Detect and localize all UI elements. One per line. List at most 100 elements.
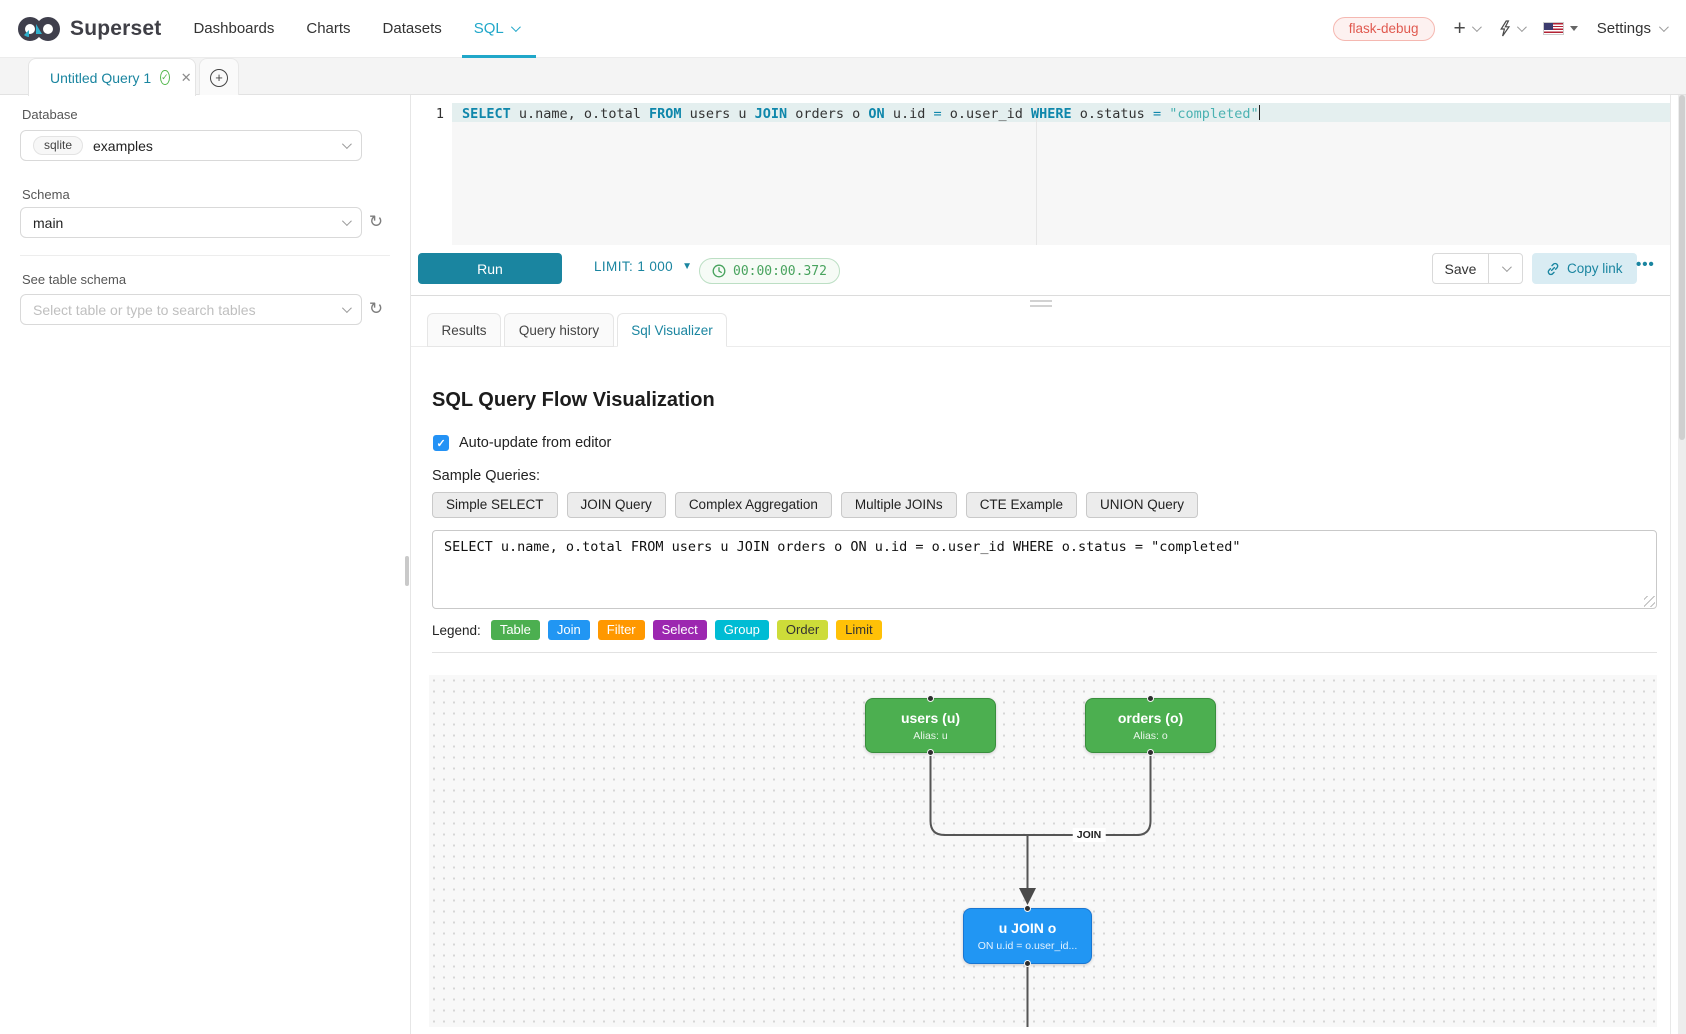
node-handle-bottom[interactable] — [1147, 749, 1154, 756]
clock-icon — [712, 264, 726, 278]
sample-query-button-join-query[interactable]: JOIN Query — [566, 492, 666, 518]
query-tab-title: Untitled Query 1 — [50, 69, 152, 86]
node-handle-top[interactable] — [927, 695, 934, 702]
node-handle-top[interactable] — [1147, 695, 1154, 702]
tabbar-baseline — [411, 346, 1670, 347]
chevron-down-icon — [1658, 22, 1669, 33]
node-subtitle: Alias: o — [1133, 729, 1168, 742]
top-navbar: Superset Dashboards Charts Datasets SQL fl… — [0, 0, 1686, 58]
save-dropdown-button[interactable] — [1488, 253, 1523, 284]
sample-query-button-cte-example[interactable]: CTE Example — [965, 492, 1077, 518]
flow-edges — [929, 756, 1152, 1027]
superset-brand[interactable]: Superset — [16, 15, 161, 43]
database-select[interactable]: sqlite examples — [20, 130, 362, 161]
join-edge-label: JOIN — [1072, 828, 1106, 842]
chevron-down-icon — [341, 303, 352, 314]
legend-chip-table: Table — [490, 620, 540, 640]
text-cursor — [1258, 105, 1261, 120]
chevron-down-icon — [1471, 22, 1482, 33]
refresh-schemas-icon[interactable]: ↻ — [368, 212, 384, 232]
tab-results[interactable]: Results — [427, 313, 501, 347]
settings-menu[interactable]: Settings — [1597, 20, 1669, 37]
limit-dropdown[interactable]: LIMIT: 1 000 ▼ — [594, 259, 693, 274]
auto-update-checkbox[interactable] — [433, 435, 449, 451]
sample-query-button-union-query[interactable]: UNION Query — [1085, 492, 1198, 518]
sample-queries-label: Sample Queries: — [432, 468, 540, 484]
flow-canvas[interactable]: JOIN users (u) Alias: u orders (o) Alias: o… — [429, 675, 1657, 1027]
navbar-right: flask-debug + Settings — [1332, 16, 1669, 41]
table-select-placeholder: Select table or type to search tables — [33, 301, 256, 318]
legend-chip-group: Group — [714, 620, 769, 640]
legend-chip-join: Join — [547, 620, 590, 640]
pane-splitter-handle[interactable] — [1030, 300, 1052, 308]
schema-value: main — [33, 214, 64, 231]
close-tab-icon[interactable]: ✕ — [180, 69, 192, 85]
nav-menu: Dashboards Charts Datasets — [161, 20, 441, 38]
node-title: orders (o) — [1117, 709, 1184, 726]
copy-link-button[interactable]: Copy link — [1532, 253, 1637, 284]
nav-item-charts[interactable]: Charts — [306, 19, 351, 37]
node-users[interactable]: users (u) Alias: u — [865, 695, 996, 756]
page-title: SQL Query Flow Visualization — [432, 389, 715, 411]
save-button[interactable]: Save — [1432, 253, 1489, 284]
node-title: users (u) — [900, 709, 961, 726]
tab-sql-visualizer[interactable]: Sql Visualizer — [617, 313, 727, 347]
us-flag-icon — [1542, 22, 1564, 35]
panel-vertical-border — [410, 95, 411, 1034]
nav-item-sql[interactable]: SQL — [461, 0, 536, 58]
database-value: examples — [93, 137, 153, 154]
caret-down-icon — [1569, 26, 1578, 31]
sample-query-button-simple-select[interactable]: Simple SELECT — [432, 492, 558, 518]
node-handle-bottom[interactable] — [927, 749, 934, 756]
node-orders[interactable]: orders (o) Alias: o — [1085, 695, 1216, 756]
print-margin-line — [1036, 103, 1037, 245]
sample-query-button-complex-aggregation[interactable]: Complex Aggregation — [674, 492, 832, 518]
run-button[interactable]: Run — [418, 253, 562, 284]
query-tab[interactable]: Untitled Query 1 ✓ ✕ — [28, 58, 196, 96]
content-right-border — [1670, 95, 1671, 1034]
legend-chip-select: Select — [652, 620, 707, 640]
schema-select[interactable]: main — [20, 207, 362, 238]
superset-logo — [18, 16, 60, 41]
more-actions-button[interactable]: ••• — [1636, 256, 1655, 273]
schema-label: Schema — [22, 187, 70, 202]
legend-chip-limit: Limit — [836, 620, 882, 640]
scrollbar-track[interactable] — [1678, 95, 1686, 1034]
tab-query-history[interactable]: Query history — [504, 313, 614, 347]
node-handle-bottom[interactable] — [1024, 960, 1031, 967]
sample-query-button-multiple-joins[interactable]: Multiple JOINs — [840, 492, 957, 518]
node-handle-top[interactable] — [1024, 905, 1031, 912]
pane-splitter-line — [411, 295, 1670, 296]
refresh-tables-icon[interactable]: ↻ — [368, 299, 384, 319]
active-nav-underline — [461, 54, 536, 58]
new-item-button[interactable]: + — [1454, 18, 1482, 39]
section-divider — [432, 652, 1657, 653]
link-icon — [1547, 262, 1559, 275]
sql-code-line: SELECT u.name, o.total FROM users u JOIN… — [462, 105, 1261, 122]
legend-chip-order: Order — [776, 620, 829, 640]
sql-input-textarea[interactable]: SELECT u.name, o.total FROM users u JOIN… — [432, 530, 1657, 609]
database-label: Database — [22, 107, 78, 122]
chevron-down-icon — [341, 216, 352, 227]
lightning-icon — [1499, 20, 1510, 37]
scrollbar-thumb[interactable] — [1679, 95, 1685, 440]
query-search-button[interactable] — [1498, 20, 1527, 37]
sql-editor[interactable]: 1 SELECT u.name, o.total FROM users u JO… — [411, 103, 1670, 245]
editor-code-area[interactable]: SELECT u.name, o.total FROM users u JOIN… — [452, 103, 1670, 245]
node-subtitle: Alias: u — [913, 729, 948, 742]
saved-check-icon: ✓ — [160, 70, 170, 85]
new-query-tab-button[interactable]: + — [199, 58, 239, 96]
chevron-down-icon — [510, 22, 521, 33]
nav-item-dashboards[interactable]: Dashboards — [193, 19, 275, 37]
nav-item-datasets[interactable]: Datasets — [382, 19, 442, 37]
sqllab-left-panel: Database sqlite examples Schema main ↻ S… — [0, 95, 410, 1034]
brand-name: Superset — [70, 16, 162, 40]
language-picker[interactable] — [1542, 22, 1578, 35]
environment-badge: flask-debug — [1332, 16, 1435, 41]
node-title: u JOIN o — [998, 920, 1057, 936]
panel-resize-handle[interactable] — [405, 556, 409, 586]
table-select[interactable]: Select table or type to search tables — [20, 294, 362, 325]
